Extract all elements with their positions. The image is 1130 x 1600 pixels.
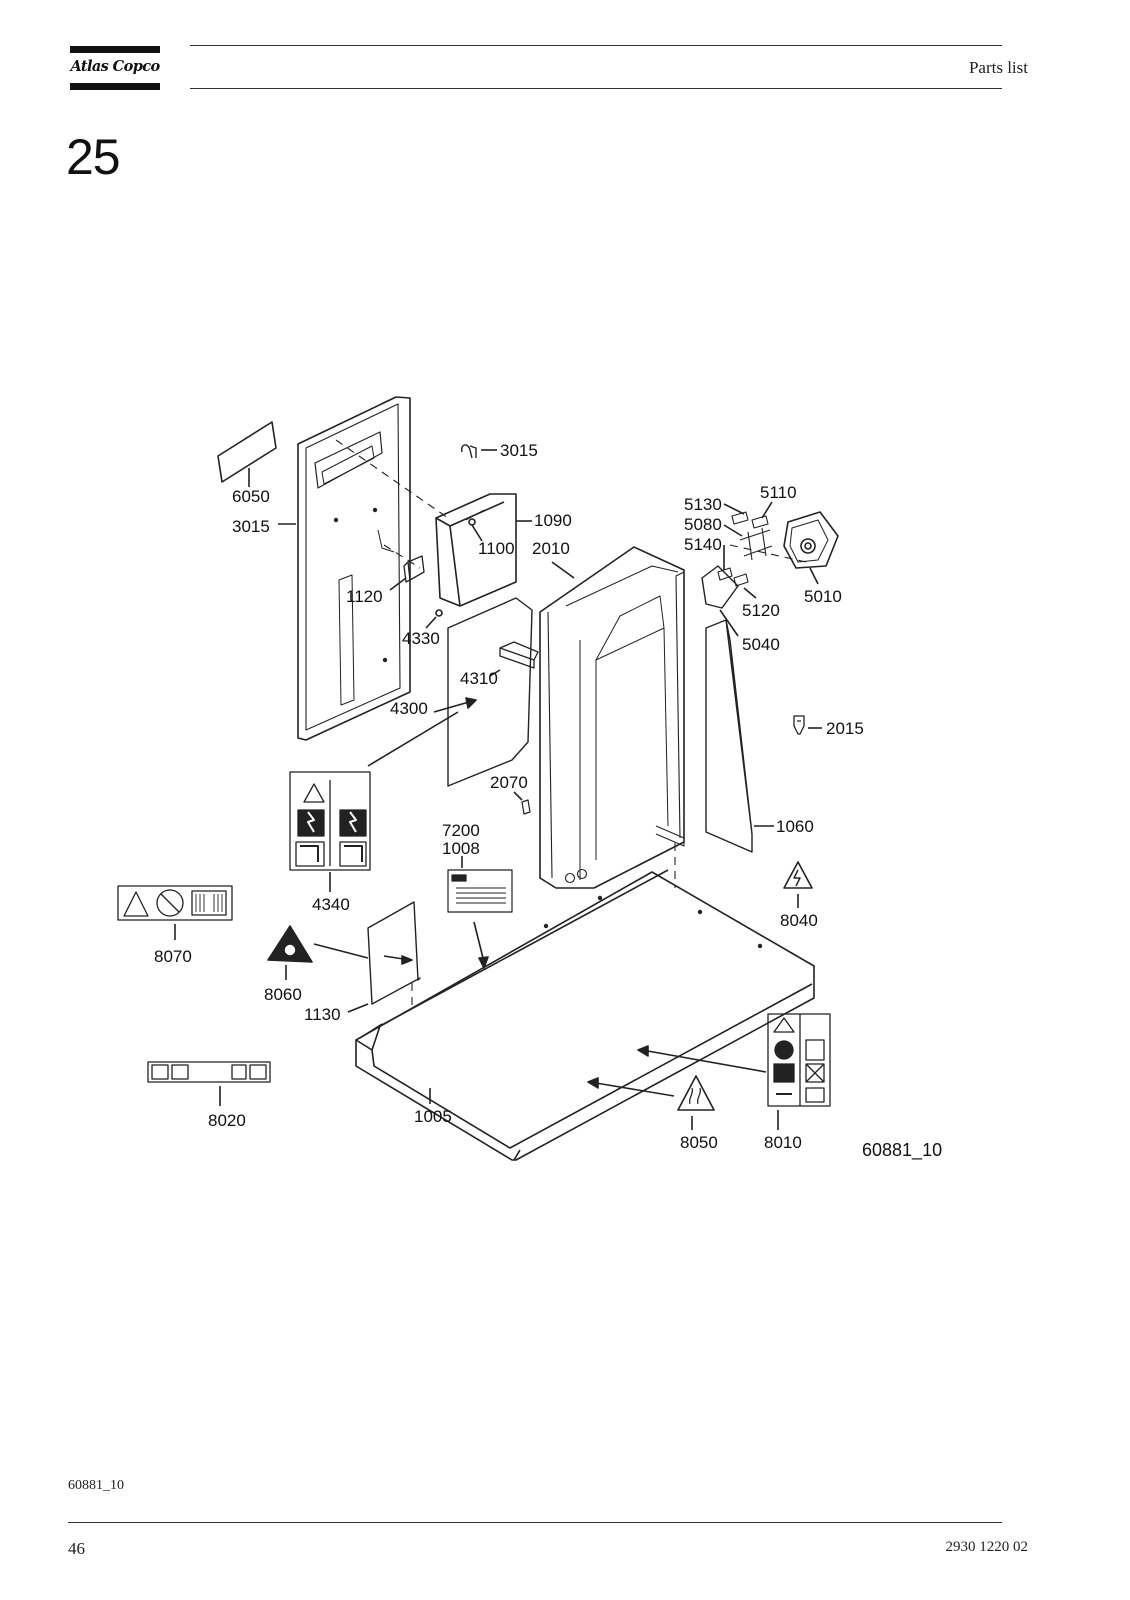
atlas-copco-logo: Atlas Copco (70, 46, 160, 90)
callout-2070: 2070 (490, 773, 528, 792)
header-title: Parts list (968, 58, 1028, 77)
section-number: 25 (66, 129, 121, 185)
callout-3015-clip: 3015 (500, 441, 538, 460)
callout-5130: 5130 (684, 495, 722, 514)
callout-2010: 2010 (532, 539, 570, 558)
decal-8040-shape (783, 861, 813, 889)
part-1060-strip-shape (705, 619, 753, 853)
callout-8020: 8020 (208, 1111, 246, 1130)
decal-8020-shape (147, 1061, 271, 1083)
callout-1060: 1060 (776, 817, 814, 836)
part-1090-box-shape (435, 493, 517, 607)
part-3015-door-shape (297, 396, 411, 741)
callout-1100: 1100 (478, 539, 515, 558)
callout-5080: 5080 (684, 515, 722, 534)
callout-1120: 1120 (346, 587, 383, 606)
part-1100-screw-shape (468, 518, 476, 526)
part-2010-cabinet-shape (539, 546, 685, 889)
part-4330-nut-shape (435, 609, 443, 617)
callout-5140: 5140 (684, 535, 722, 554)
callout-7200: 7200 (442, 821, 480, 840)
part-4300-panel-shape (447, 597, 533, 787)
callout-1090: 1090 (534, 511, 572, 530)
header-rule-top (190, 45, 1002, 46)
figure-reference: 60881_10 (862, 1140, 942, 1161)
part-5040-plate-shape (701, 565, 739, 609)
callout-4300: 4300 (390, 699, 428, 718)
callout-4340: 4340 (312, 895, 350, 914)
footer-figure-reference: 60881_10 (68, 1478, 124, 1493)
decal-8010-shape (767, 1013, 831, 1107)
callout-3015-door: 3015 (232, 517, 270, 536)
callout-8060: 8060 (264, 985, 302, 1004)
part-1120-bracket-shape (403, 555, 425, 583)
callout-8050: 8050 (680, 1133, 718, 1152)
callout-8040: 8040 (780, 911, 818, 930)
callout-1008: 1008 (442, 839, 480, 858)
callout-2015: 2015 (826, 719, 864, 738)
callout-8010: 8010 (764, 1133, 802, 1152)
part-1130-panel-shape (367, 901, 421, 1005)
document-number: 2930 1220 02 (945, 1539, 1029, 1555)
decal-8050-shape (677, 1075, 715, 1111)
part-3015-clip-shape (460, 444, 477, 459)
callout-8070: 8070 (154, 947, 192, 966)
callout-5010: 5010 (804, 587, 842, 606)
part-1005-base-shape (355, 869, 815, 1161)
part-6050-label-shape (217, 421, 277, 483)
part-2070-clip-shape (521, 799, 531, 815)
part-4310-rail-shape (499, 641, 539, 669)
footer-rule (68, 1522, 1002, 1523)
callout-1005: 1005 (414, 1107, 452, 1126)
decal-8070-shape (117, 885, 233, 921)
logo-wordmark: Atlas Copco (70, 58, 160, 75)
callout-4330: 4330 (402, 629, 440, 648)
part-2015-key-shape (793, 715, 805, 735)
logo-bar-top (70, 46, 160, 53)
callout-5110: 5110 (760, 483, 797, 502)
callout-6050: 6050 (232, 487, 270, 506)
decal-4340-shape (289, 771, 371, 871)
callout-5120: 5120 (742, 601, 780, 620)
logo-bar-bottom (70, 83, 160, 90)
header-rule-bottom (190, 88, 1002, 89)
page-number: 46 (68, 1539, 85, 1558)
part-5010-housing-shape (783, 511, 839, 569)
callout-4310: 4310 (460, 669, 498, 688)
callout-1130: 1130 (304, 1005, 341, 1024)
callout-5040: 5040 (742, 635, 780, 654)
data-plate-7200-shape (447, 869, 513, 913)
